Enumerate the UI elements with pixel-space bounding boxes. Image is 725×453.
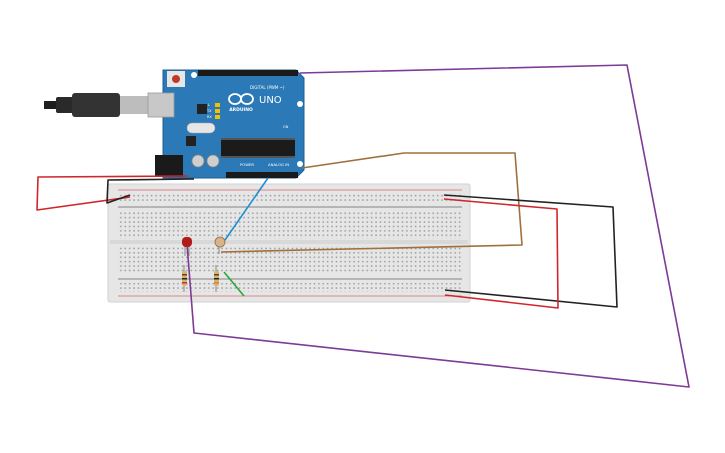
usb-plug-metal	[120, 96, 150, 114]
arduino-uno[interactable]: ARDUINO UNO DIGITAL (PWM ~) POWER ANALOG…	[147, 69, 305, 179]
resistor[interactable]	[182, 265, 187, 292]
digital-label: DIGITAL (PWM ~)	[250, 85, 285, 90]
usb-cable-tip	[44, 101, 58, 109]
tx-label: TX	[206, 109, 212, 113]
brand-text: ARDUINO	[229, 107, 253, 113]
usb-cable[interactable]	[44, 93, 150, 117]
wire-black-arduino[interactable]	[106, 178, 195, 204]
wire-red-rail[interactable]	[443, 198, 559, 309]
wire-purple[interactable]	[186, 64, 690, 388]
chip-socket-bottom	[221, 156, 295, 158]
wire-black-rail[interactable]	[443, 194, 618, 308]
wire-red-arduino[interactable]	[36, 175, 189, 211]
capacitor	[206, 154, 220, 168]
analog-label: ANALOG IN	[268, 162, 289, 167]
capacitor	[191, 154, 205, 168]
on-label: ON	[283, 125, 289, 129]
reset-button-cap	[172, 75, 180, 83]
led-body	[182, 237, 192, 247]
mount-hole	[297, 161, 303, 167]
usb-b-port	[147, 92, 175, 118]
chip-socket-top	[221, 138, 295, 140]
voltage-regulator	[186, 136, 196, 146]
rail-top-holes	[118, 193, 462, 202]
mount-hole	[191, 72, 197, 78]
resistor-band	[182, 278, 187, 280]
atmega-chip	[221, 140, 295, 156]
photoresistor[interactable]	[214, 236, 226, 254]
resistor-band	[214, 274, 219, 276]
usb-chip	[197, 104, 207, 114]
arduino-logo: ARDUINO	[228, 93, 254, 113]
digital-header[interactable]	[198, 70, 298, 76]
led[interactable]	[182, 237, 192, 256]
l-label: L	[208, 103, 210, 107]
led-rx	[215, 115, 220, 119]
crystal-oscillator	[186, 122, 216, 134]
resistor-band	[214, 278, 219, 280]
resistor[interactable]	[214, 265, 219, 292]
wire-green[interactable]	[223, 271, 245, 297]
wires	[36, 64, 690, 388]
usb-cable-strain-relief	[56, 97, 74, 113]
power-label: POWER	[240, 162, 254, 167]
rx-label: RX	[207, 115, 212, 119]
dc-power-jack	[155, 155, 183, 177]
wire-brown[interactable]	[220, 152, 523, 253]
wire-blue[interactable]	[224, 177, 269, 241]
led-tx	[215, 109, 220, 113]
resistor-band	[182, 274, 187, 276]
breadboard[interactable]	[107, 183, 471, 303]
center-channel	[110, 240, 468, 244]
rail-bottom-holes	[118, 283, 462, 292]
mount-hole	[297, 101, 303, 107]
resistor-band	[182, 282, 187, 284]
led-l	[215, 103, 220, 107]
resistor-band	[214, 282, 219, 284]
usb-plug-body	[72, 93, 120, 117]
terminal-strip-upper	[118, 212, 462, 239]
power-analog-header[interactable]	[226, 172, 298, 178]
photoresistor-head	[214, 236, 226, 248]
model-text: UNO	[259, 95, 282, 106]
